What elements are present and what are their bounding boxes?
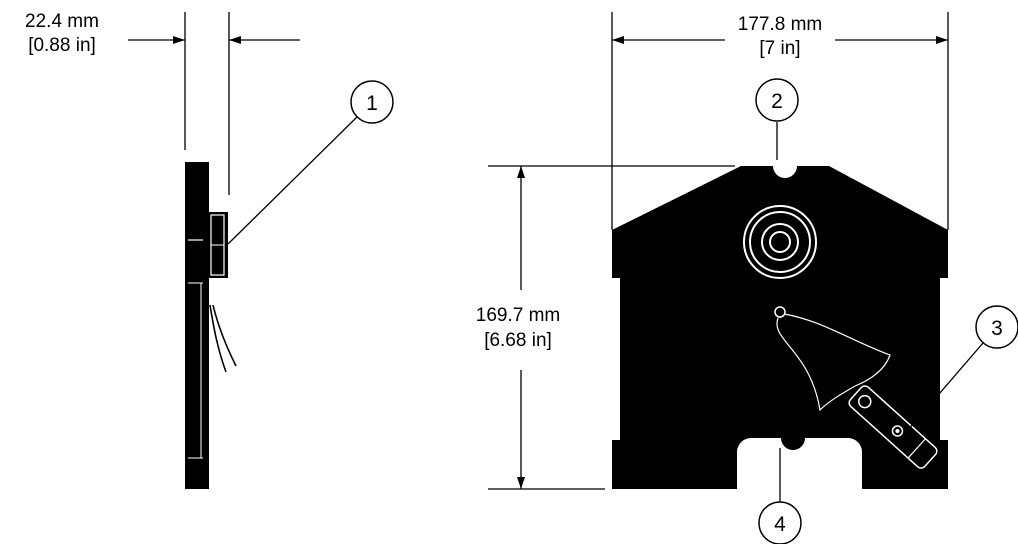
lanyard-hole	[774, 306, 786, 318]
height-metric: 169.7 mm	[476, 305, 560, 326]
callouts: 1 2 3 4	[227, 78, 1018, 544]
cable-side-1	[209, 304, 227, 373]
callout-3-label: 3	[991, 317, 1003, 340]
callout-1-leader	[227, 116, 358, 245]
width-metric: 177.8 mm	[738, 14, 822, 35]
callout-1-circle	[350, 80, 394, 124]
thickness-imperial: [0.88 in]	[28, 35, 96, 56]
sensor-ring-4	[769, 231, 791, 253]
panel-side-body	[185, 162, 209, 489]
callout-1-label: 1	[366, 92, 378, 115]
callout-2-label: 2	[771, 90, 783, 113]
sensor-ring-1	[743, 205, 817, 279]
front-view	[488, 12, 949, 490]
width-imperial: [7 in]	[759, 38, 800, 59]
sensor-ring-2	[749, 211, 811, 273]
callout-4-label: 4	[774, 513, 786, 536]
callout-3-leader	[907, 342, 984, 431]
lanyard-cord-1	[783, 313, 891, 387]
thickness-metric: 22.4 mm	[25, 11, 99, 32]
callout-2-circle	[755, 78, 799, 122]
lanyard-cord-2	[776, 317, 856, 412]
height-imperial: [6.68 in]	[484, 330, 552, 351]
cable-side-2	[212, 304, 237, 367]
sensor-ring-3	[761, 223, 799, 261]
retaining-pin	[848, 385, 938, 469]
sensor-outer-ring	[740, 202, 820, 282]
callout-3-circle	[975, 305, 1018, 349]
dimension-labels: 22.4 mm [0.88 in] 177.8 mm [7 in] 169.7 …	[25, 11, 822, 351]
callout-4-circle	[758, 501, 802, 544]
side-view	[128, 12, 300, 489]
